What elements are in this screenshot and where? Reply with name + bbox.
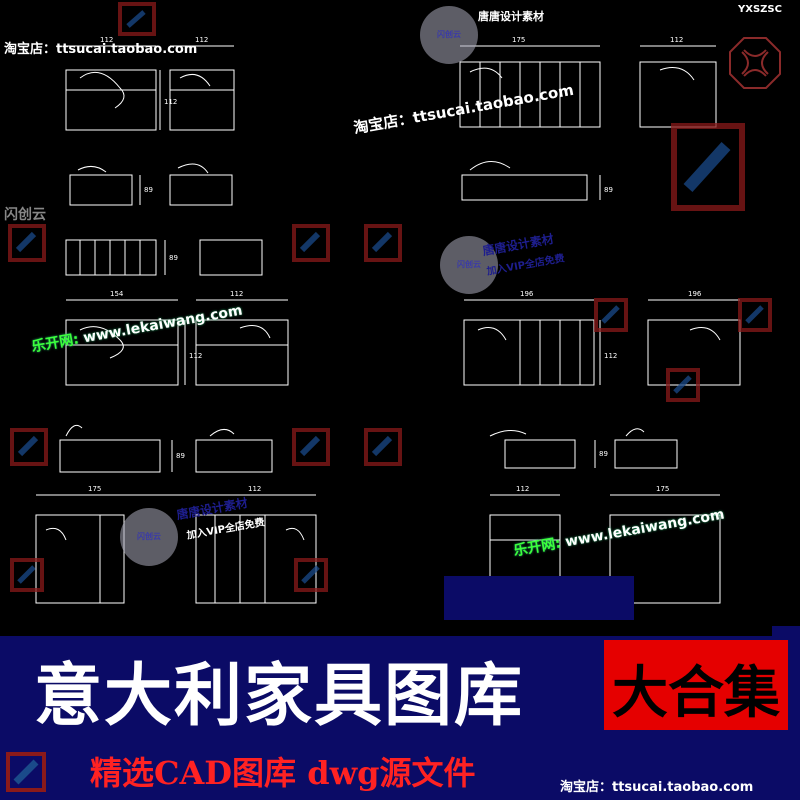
badge-line1: 唐唐设计素材 — [478, 10, 544, 23]
dim-label: 112 — [189, 352, 202, 360]
dim-label: 112 — [670, 36, 683, 44]
dim-label: 112 — [248, 485, 261, 493]
stamp: 闪创云 — [420, 6, 478, 64]
stamp-text: 闪创云 — [4, 207, 46, 223]
banner-subtitle: 精选CAD图库 dwg源文件 — [90, 754, 476, 792]
dim-label: 112 — [100, 36, 113, 44]
dim-label: 175 — [656, 485, 669, 493]
dim-label: 112 — [195, 36, 208, 44]
dim-label: 112 — [164, 98, 177, 106]
logo-watermarks — [8, 2, 772, 592]
stamp: 闪创云 — [120, 508, 178, 566]
shop-watermark: 淘宝店：ttsucai.taobao.com — [4, 42, 198, 57]
dim-label: 112 — [230, 290, 243, 298]
sofa-plan-2 — [169, 69, 235, 131]
banner-badge — [604, 640, 788, 730]
banner-title: 意大利家具图库 — [34, 657, 525, 736]
dim-label: 175 — [512, 36, 525, 44]
dim-label: 112 — [604, 352, 617, 360]
dim-label: 89 — [176, 452, 185, 460]
dim-label: 112 — [516, 485, 529, 493]
footer-shop: 淘宝店：ttsucai.taobao.com — [560, 780, 754, 795]
dim-label: 89 — [604, 186, 613, 194]
blue-block — [444, 576, 634, 620]
dim-label: 89 — [144, 186, 153, 194]
dim-label: 196 — [520, 290, 534, 298]
ornament-icon — [729, 37, 781, 89]
dim-label: 89 — [599, 450, 608, 458]
dim-label: 154 — [110, 290, 124, 298]
code-tag: YXSZSC — [738, 4, 782, 15]
dim-label: 89 — [169, 254, 178, 262]
dim-label: 175 — [88, 485, 101, 493]
logo-icon — [6, 752, 46, 792]
dim-label: 196 — [688, 290, 702, 298]
sofa-plan-1 — [65, 69, 157, 131]
stamp: 闪创云 — [440, 236, 498, 294]
banner-badge-text: 大合集 — [612, 661, 780, 726]
